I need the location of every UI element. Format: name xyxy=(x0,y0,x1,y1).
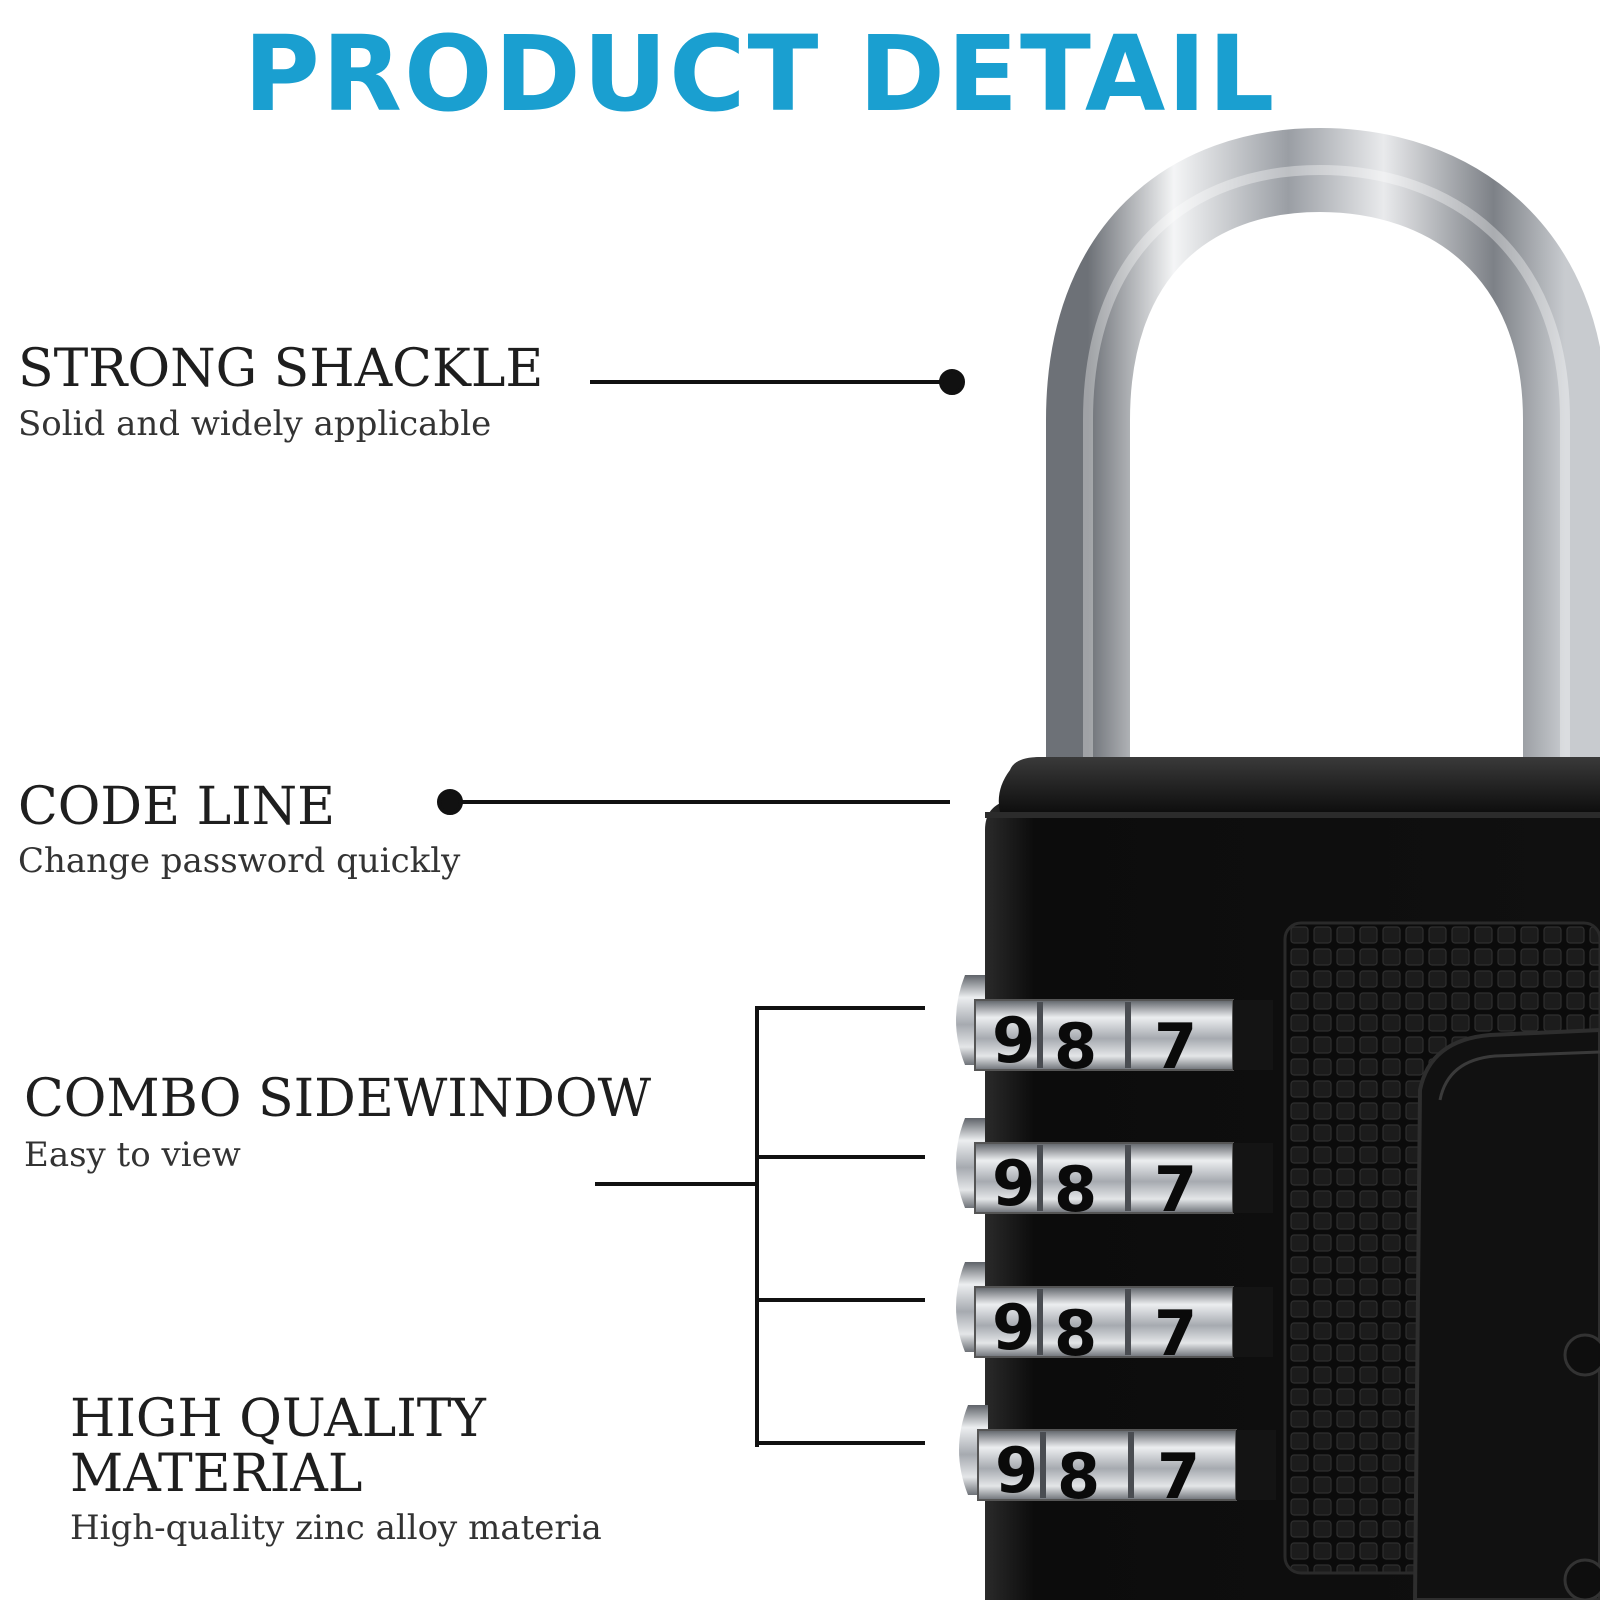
callout-combo-sidewindow xyxy=(595,1006,925,1447)
dial-2-digit-2: 8 xyxy=(1054,1153,1097,1226)
feature-title-combo-sidewindow: COMBO SIDEWINDOW xyxy=(24,1069,652,1129)
feature-subtitle-strong-shackle: Solid and widely applicable xyxy=(18,404,492,444)
page-title: PRODUCT DETAIL xyxy=(243,13,1277,135)
dial-1-digit-2: 8 xyxy=(1054,1010,1097,1083)
side-block xyxy=(1412,1027,1600,1600)
feature-subtitle-combo-sidewindow: Easy to view xyxy=(24,1135,241,1175)
dial-3-digit-3: 7 xyxy=(1154,1297,1197,1370)
dial-row-2 xyxy=(956,1118,1273,1214)
feature-subtitle-code-line: Change password quickly xyxy=(18,841,461,881)
shackle xyxy=(1046,127,1600,780)
feature-title-strong-shackle: STRONG SHACKLE xyxy=(18,339,544,399)
dial-4-digit-3: 7 xyxy=(1157,1440,1200,1513)
dial-4-digit-2: 8 xyxy=(1057,1440,1100,1513)
lock-top-cap xyxy=(998,757,1600,812)
dial-4-digit-1: 9 xyxy=(995,1434,1038,1507)
dial-1-digit-3: 7 xyxy=(1154,1010,1197,1083)
feature-title-code-line: CODE LINE xyxy=(18,777,336,837)
feature-subtitle-high-quality-material: High-quality zinc alloy materia xyxy=(70,1508,602,1548)
feature-title-high-quality-material: HIGH QUALITY MATERIAL xyxy=(70,1389,486,1504)
callout-code-line xyxy=(437,789,950,815)
dial-2-digit-1: 9 xyxy=(992,1147,1035,1220)
dial-row-4 xyxy=(959,1405,1276,1501)
dial-1-digit-1: 9 xyxy=(992,1004,1035,1077)
dial-row-1 xyxy=(956,975,1273,1071)
dial-row-3 xyxy=(956,1262,1273,1358)
dial-3-digit-1: 9 xyxy=(992,1291,1035,1364)
dial-3-digit-2: 8 xyxy=(1054,1297,1097,1370)
callout-strong-shackle xyxy=(590,369,965,395)
dial-2-digit-3: 7 xyxy=(1154,1153,1197,1226)
